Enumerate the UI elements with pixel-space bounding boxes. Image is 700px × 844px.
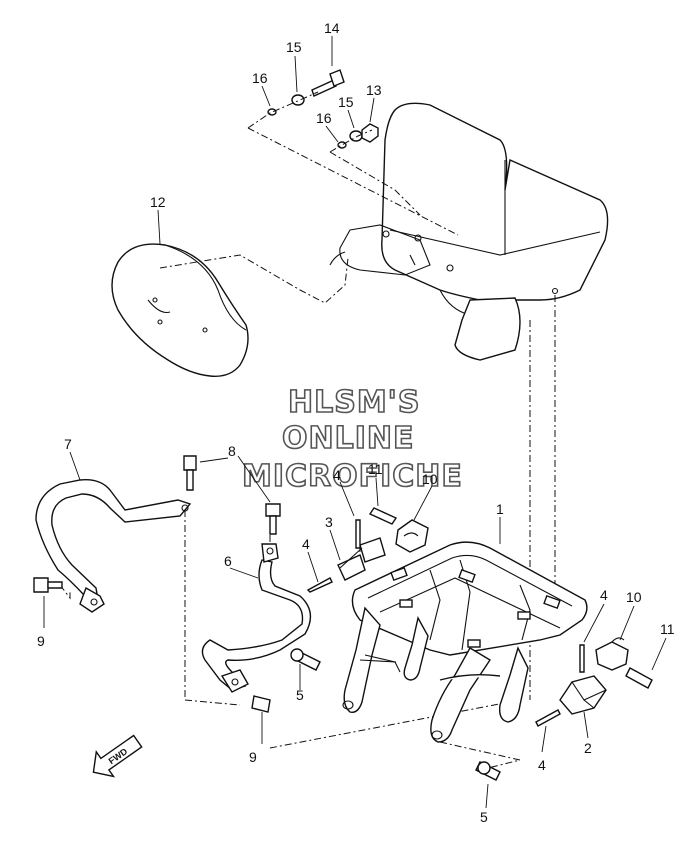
bolt-9-bottom <box>251 695 271 713</box>
callout-15-right: 15 <box>338 94 354 110</box>
top-case <box>329 102 609 361</box>
callout-7: 7 <box>64 436 72 452</box>
callout-13: 13 <box>366 82 382 98</box>
callout-5-bottom: 5 <box>480 809 488 825</box>
callout-10-upper: 10 <box>422 471 438 487</box>
watermark-line-1: HLSM'S <box>288 385 420 420</box>
callout-8: 8 <box>228 443 236 459</box>
mount-bracket-3 <box>337 537 386 581</box>
callout-12: 12 <box>150 194 166 210</box>
callout-10-lower: 10 <box>626 589 642 605</box>
callout-4-b: 4 <box>302 536 310 552</box>
pin-4-a <box>355 519 361 549</box>
nut-13 <box>361 123 379 143</box>
bolt-8-upper <box>183 455 197 491</box>
leader-lines <box>43 36 667 809</box>
callout-14: 14 <box>324 20 340 36</box>
fwd-arrow: FWD <box>92 734 143 778</box>
clamp-10-lower <box>595 637 629 671</box>
callout-6: 6 <box>224 553 232 569</box>
main-bracket <box>342 541 588 743</box>
callout-16-left: 16 <box>252 70 268 86</box>
screw-11-upper <box>368 507 398 525</box>
mount-bracket-2 <box>559 675 607 715</box>
callout-11-lower: 11 <box>660 621 675 637</box>
callout-4-a: 4 <box>333 467 341 483</box>
washer-15-left <box>291 94 305 106</box>
clamp-10-upper <box>395 519 429 553</box>
callout-11-upper: 11 <box>368 461 383 477</box>
callout-labels: 14 15 16 15 13 16 12 1 3 4 11 10 4 7 8 6… <box>37 20 675 825</box>
callout-16-right: 16 <box>316 110 332 126</box>
callout-4-c: 4 <box>600 587 608 603</box>
callout-9-left: 9 <box>37 633 45 649</box>
watermark: HLSM'S ONLINE MICROFICHE <box>241 384 463 495</box>
watermark-line-3: MICROFICHE <box>242 459 463 494</box>
callout-5-left: 5 <box>296 687 304 703</box>
callout-3: 3 <box>325 514 333 530</box>
pin-4-c <box>579 644 585 673</box>
pin-4-b <box>306 577 333 593</box>
assembly-lines <box>59 91 556 769</box>
screw-11-lower <box>625 667 653 689</box>
watermark-line-2: ONLINE <box>282 421 415 456</box>
bolt-5-bottom <box>475 761 501 781</box>
bolt-9-left <box>33 577 63 593</box>
callout-9-bottom: 9 <box>249 749 257 765</box>
callout-2: 2 <box>584 740 592 756</box>
stay-6 <box>201 543 312 693</box>
callout-1: 1 <box>496 501 504 517</box>
bolt-8-lower <box>265 503 281 535</box>
pin-4-d <box>535 709 561 727</box>
stay-7 <box>35 479 192 613</box>
callout-15-left: 15 <box>286 39 302 55</box>
callout-4-d: 4 <box>538 757 546 773</box>
bolt-5-left <box>290 648 321 671</box>
backrest-pad <box>111 243 249 377</box>
